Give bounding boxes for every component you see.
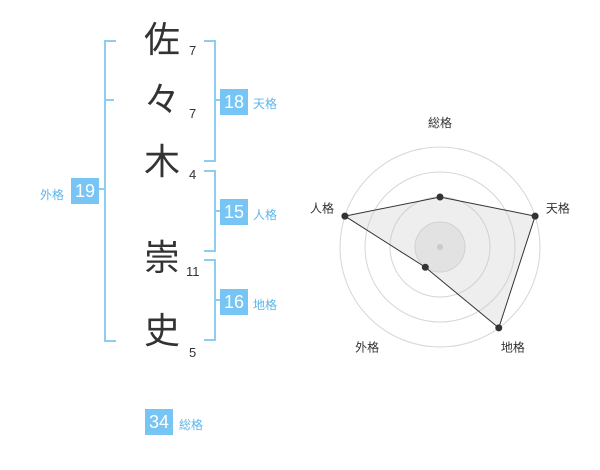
soukaku-label: 総格 — [179, 418, 204, 432]
jinkaku-bracket-tick — [214, 210, 220, 212]
gaikaku-bracket — [104, 40, 116, 342]
gaikaku-inner-tick — [104, 99, 114, 101]
stroke-count-2: 7 — [189, 106, 197, 121]
jinkaku-value: 15 — [220, 199, 248, 225]
tenkaku-bracket — [204, 40, 216, 162]
stroke-count-5: 5 — [189, 345, 197, 360]
radar-axis-label: 人格 — [310, 201, 334, 216]
tenkaku-label: 天格 — [253, 97, 278, 111]
tenkaku-value: 18 — [220, 89, 248, 115]
soukaku-value: 34 — [145, 409, 173, 435]
name-char-1: 佐 — [143, 20, 180, 61]
name-char-5: 史 — [143, 311, 180, 352]
name-char-3: 木 — [143, 142, 180, 183]
radar-data-point — [495, 324, 503, 332]
radar-center-dot — [437, 244, 443, 250]
radar-axis-label: 総格 — [428, 115, 452, 130]
tenkaku-bracket-tick — [214, 99, 220, 101]
name-char-4: 崇 — [143, 238, 180, 279]
radar-data-point — [531, 212, 539, 220]
radar-data-point — [436, 193, 444, 201]
radar-grid-ring — [339, 146, 541, 348]
jinkaku-label: 人格 — [253, 208, 278, 222]
stroke-count-1: 7 — [189, 43, 197, 58]
radar-axis-label: 外格 — [355, 339, 379, 354]
radar-data-area — [343, 196, 536, 329]
radar-data-point — [341, 212, 349, 220]
radar-data-point — [421, 263, 429, 271]
radar-grid-ring — [364, 171, 516, 323]
gaikaku-value: 19 — [71, 178, 99, 204]
chikaku-label: 地格 — [253, 298, 278, 312]
gaikaku-bracket-tick — [96, 188, 105, 190]
chikaku-value: 16 — [220, 289, 248, 315]
chikaku-bracket-tick — [214, 299, 220, 301]
stroke-count-3: 4 — [189, 167, 197, 182]
gaikaku-label: 外格 — [40, 188, 65, 202]
radar-axis-label: 地格 — [501, 339, 525, 354]
name-char-2: 々 — [143, 80, 180, 121]
stroke-count-4: 11 — [186, 264, 200, 279]
radar-axis-label: 天格 — [546, 201, 570, 216]
